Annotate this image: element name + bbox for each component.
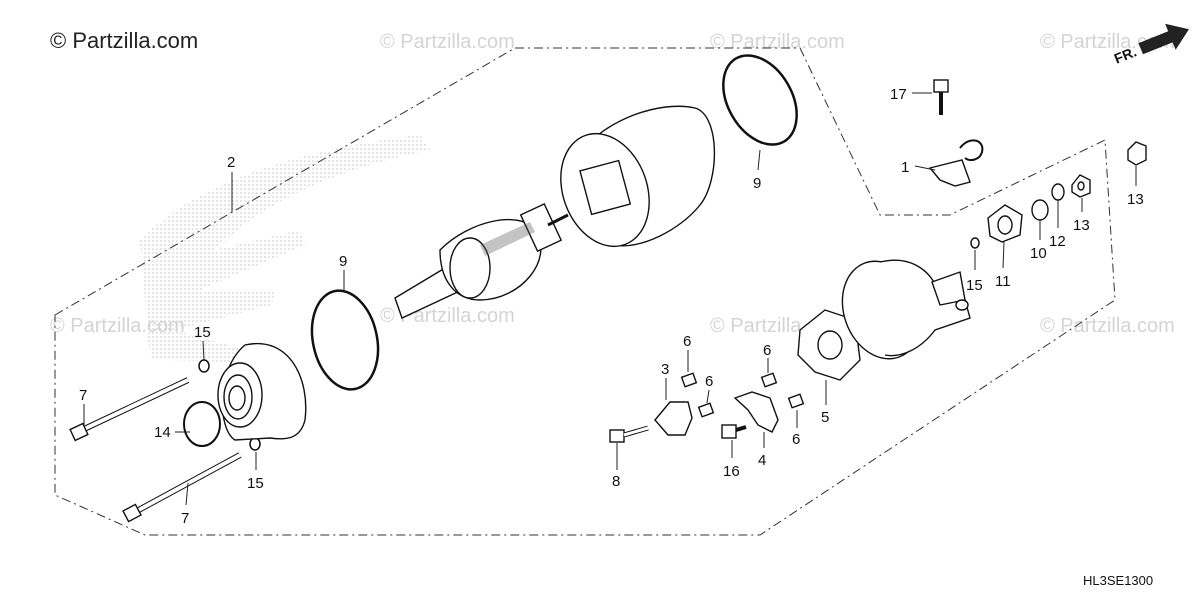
screw-8 xyxy=(609,425,649,443)
through-bolt-upper xyxy=(69,377,190,442)
screw-16 xyxy=(721,424,747,439)
washer-12 xyxy=(1051,183,1065,201)
wing-emblem-watermark xyxy=(140,135,430,362)
o-ring-large xyxy=(722,54,798,146)
washer xyxy=(249,437,261,451)
brush-springs xyxy=(680,372,805,418)
fr-label: FR. xyxy=(1112,43,1139,66)
callout-9: 9 xyxy=(753,175,761,192)
callout-7: 7 xyxy=(79,387,87,404)
callout-15: 15 xyxy=(966,277,983,294)
partzilla-watermark: © Partzilla.com xyxy=(1040,315,1175,337)
callout-6: 6 xyxy=(792,431,800,448)
o-ring-large xyxy=(310,289,380,391)
brush-plate xyxy=(797,309,861,381)
brush-holder xyxy=(733,391,779,433)
callout-6: 6 xyxy=(705,373,713,390)
rear-cover xyxy=(841,259,971,360)
diagram-code: HL3SE1300 xyxy=(1083,573,1153,588)
callout-4: 4 xyxy=(758,452,766,469)
partzilla-watermark: © Partzilla.com xyxy=(380,31,515,53)
terminal-bracket xyxy=(928,139,984,187)
fr-direction-marker: FR. xyxy=(1112,23,1189,67)
armature xyxy=(394,203,569,319)
cap-nut-13 xyxy=(1127,141,1147,166)
nut-13 xyxy=(1071,174,1091,198)
callout-15: 15 xyxy=(247,475,264,492)
fr-arrow-icon xyxy=(1138,23,1189,55)
callout-17: 17 xyxy=(890,86,907,103)
callout-5: 5 xyxy=(821,409,829,426)
partzilla-watermark-main: © Partzilla.com xyxy=(50,28,198,53)
callout-11: 11 xyxy=(995,273,1011,290)
o-ring-small xyxy=(183,401,221,447)
partzilla-watermark: © Partzilla.com xyxy=(710,31,845,53)
callout-10: 10 xyxy=(1030,245,1047,262)
washer-10 xyxy=(1031,199,1049,221)
front-cover xyxy=(217,342,307,441)
callout-6: 6 xyxy=(763,342,771,359)
bolt-17 xyxy=(933,79,949,115)
callout-8: 8 xyxy=(612,473,620,490)
washer xyxy=(970,237,980,249)
callout-labels: 2 9 15 7 14 15 7 9 17 1 15 11 10 12 13 1… xyxy=(79,86,1144,527)
callout-6: 6 xyxy=(683,333,691,350)
callout-7: 7 xyxy=(181,510,189,527)
callout-14: 14 xyxy=(154,424,171,441)
callout-15: 15 xyxy=(194,324,211,341)
yoke-housing xyxy=(560,105,716,248)
callout-1: 1 xyxy=(901,159,909,176)
callout-13: 13 xyxy=(1073,217,1090,234)
callout-16: 16 xyxy=(723,463,740,480)
callout-9: 9 xyxy=(339,253,347,270)
callout-3: 3 xyxy=(661,361,669,378)
callout-2: 2 xyxy=(227,154,235,171)
callout-12: 12 xyxy=(1049,233,1066,250)
leader-lines xyxy=(83,92,1137,506)
brush-terminal xyxy=(654,401,693,436)
callout-13: 13 xyxy=(1127,191,1144,208)
terminal-nut-11 xyxy=(987,204,1023,243)
washer xyxy=(198,359,210,373)
assembly-frame xyxy=(54,47,1116,536)
